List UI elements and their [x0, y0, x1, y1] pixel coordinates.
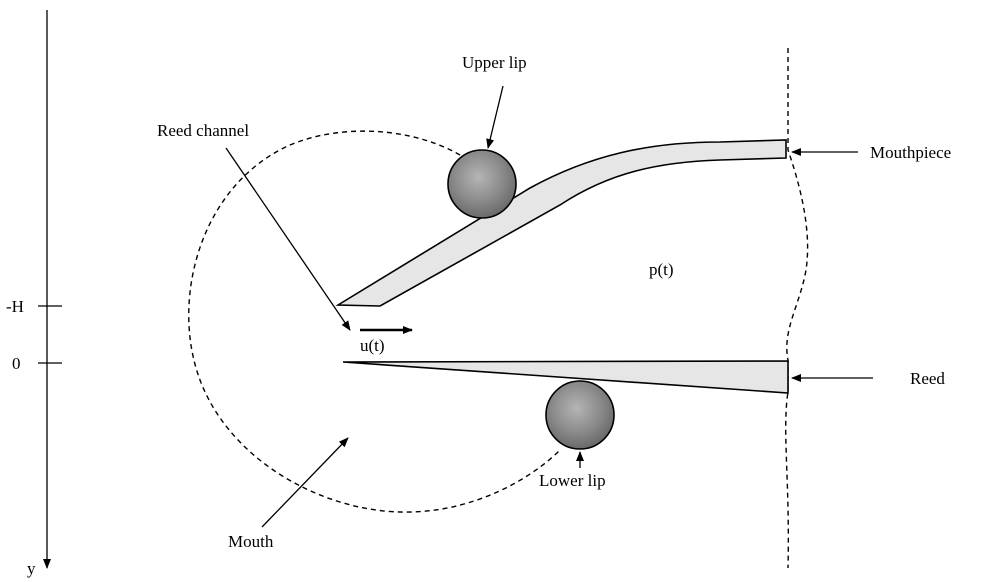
reed-channel-label: Reed channel — [157, 121, 249, 140]
mouthpiece-label: Mouthpiece — [870, 143, 951, 162]
mouth-outline — [188, 130, 561, 513]
upper-lip-pointer — [486, 85, 504, 149]
mouthpiece-body — [335, 139, 787, 307]
upper-lip-label: Upper lip — [462, 53, 527, 72]
tick-neg-h-label: -H — [6, 297, 24, 316]
mouthpiece-boundary — [785, 48, 809, 569]
reed-channel-pointer — [225, 147, 351, 331]
y-axis: y -H 0 — [6, 10, 62, 578]
reed-body — [342, 360, 789, 394]
mouth-pointer — [261, 437, 349, 528]
velocity-label: u(t) — [360, 336, 385, 355]
tick-zero-label: 0 — [12, 354, 21, 373]
reed-label: Reed — [910, 369, 945, 388]
lower-lip-circle — [545, 380, 615, 450]
lower-lip-label: Lower lip — [539, 471, 606, 490]
pressure-label: p(t) — [649, 260, 674, 279]
mouth-label: Mouth — [228, 532, 274, 551]
y-axis-label: y — [27, 559, 36, 578]
upper-lip-circle — [447, 149, 517, 219]
